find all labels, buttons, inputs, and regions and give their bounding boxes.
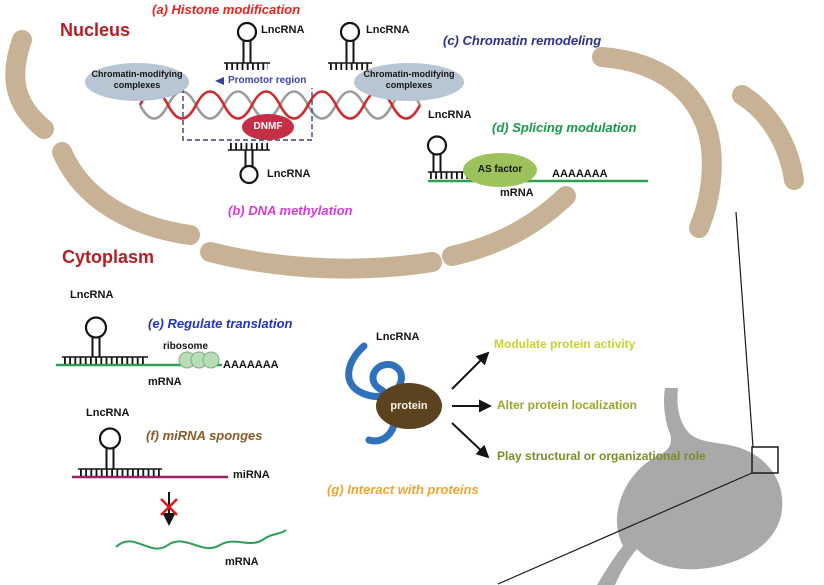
dnmf-ellipse — [242, 114, 294, 140]
promoter-region-label: Promotor region — [228, 75, 307, 86]
section-e-label: (e) Regulate translation — [148, 316, 293, 331]
section-d-label: (d) Splicing modulation — [492, 120, 637, 135]
hairpin-loop — [239, 164, 259, 185]
hairpin-loop — [426, 135, 448, 156]
nucleus-title: Nucleus — [60, 20, 131, 40]
lncrna-hairpin-histone — [224, 21, 270, 70]
protein-arrow-1 — [451, 351, 490, 390]
mrna-label-e: mRNA — [148, 376, 182, 388]
section-a-label: (a) Histone modification — [152, 2, 301, 17]
section-c-label: (c) Chromatin remodeling — [443, 33, 602, 48]
section-f-label: (f) miRNA sponges — [146, 428, 263, 443]
hairpin-stem — [105, 448, 115, 469]
mirna-sponge-group — [72, 427, 287, 550]
protein-interaction-group — [345, 342, 492, 459]
splicing-group — [426, 135, 648, 187]
function-modulate-activity: Modulate protein activity — [494, 337, 636, 351]
hairpin-stem — [345, 40, 355, 63]
lncrna-label-a: LncRNA — [261, 24, 305, 36]
hairpin-loop — [339, 21, 361, 43]
zoom-box — [751, 446, 779, 474]
protein-ellipse — [376, 383, 442, 429]
mrna-wavy-line — [115, 529, 287, 550]
protein-label: protein — [390, 400, 428, 412]
mrna-label-f: mRNA — [225, 556, 259, 568]
cytoplasm-title: Cytoplasm — [62, 247, 155, 267]
lncrna-label-d: LncRNA — [428, 109, 472, 121]
hairpin-stem — [91, 337, 101, 357]
as-factor-label: AS factor — [477, 164, 523, 175]
chromatin-complex-left-line1: Chromatin-modifying — [91, 69, 183, 79]
hairpin-stem — [242, 40, 252, 63]
hairpin-stem — [432, 154, 442, 172]
hairpin-stem — [244, 150, 254, 166]
section-g-label: (g) Interact with proteins — [327, 482, 479, 497]
polya-label-e: AAAAAAA — [223, 359, 279, 371]
envelope-arc — [5, 30, 54, 139]
envelope-arc — [52, 142, 200, 245]
hairpin-loop — [236, 21, 258, 43]
lncrna-label-c: LncRNA — [366, 24, 410, 36]
ribosome-icon — [178, 351, 220, 369]
ribosome-label: ribosome — [163, 341, 209, 352]
envelope-arc — [592, 47, 722, 238]
ribosome-subunit — [202, 351, 220, 369]
hairpin-loop — [98, 427, 122, 450]
as-factor-ellipse — [463, 153, 537, 187]
chromatin-complex-right — [354, 63, 464, 101]
promoter-bracket — [182, 88, 313, 141]
envelope-arc — [442, 186, 576, 266]
nuclear-envelope — [5, 30, 804, 279]
lncrna-label-g: LncRNA — [376, 331, 420, 343]
callout-line-top — [735, 211, 754, 448]
dnmf-label: DNMF — [253, 121, 283, 132]
lncrna-label-f: LncRNA — [86, 407, 130, 419]
chromatin-complex-right-line1: Chromatin-modifying — [363, 69, 455, 79]
lncrna-label-e: LncRNA — [70, 289, 114, 301]
chromatin-complex-right-line2: complexes — [385, 80, 433, 90]
stomach-silhouette — [597, 388, 783, 585]
lncrna-hairpin-methylation — [228, 143, 270, 185]
function-alter-localization: Alter protein localization — [497, 398, 638, 412]
protein-arrow-3 — [451, 422, 490, 459]
chromatin-complex-left-line2: complexes — [113, 80, 161, 90]
blocked-x-icon — [160, 498, 178, 516]
envelope-arc — [200, 242, 442, 279]
mirna-label: miRNA — [233, 469, 270, 481]
chromatin-complex-left — [85, 63, 189, 101]
lncrna-label-b: LncRNA — [267, 168, 311, 180]
promoter-arrow-icon — [215, 77, 224, 85]
polya-label-d: AAAAAAA — [552, 168, 608, 180]
lncrna-hairpin-remodeling — [328, 21, 372, 70]
callout-line-bottom — [497, 472, 753, 585]
lncrna-ribbon — [345, 342, 405, 400]
translation-group — [56, 316, 222, 369]
section-b-label: (b) DNA methylation — [228, 203, 353, 218]
envelope-arc — [732, 85, 804, 190]
hairpin-loop — [84, 316, 108, 339]
mrna-label-d: mRNA — [500, 187, 534, 199]
function-structural-role: Play structural or organizational role — [497, 449, 706, 463]
